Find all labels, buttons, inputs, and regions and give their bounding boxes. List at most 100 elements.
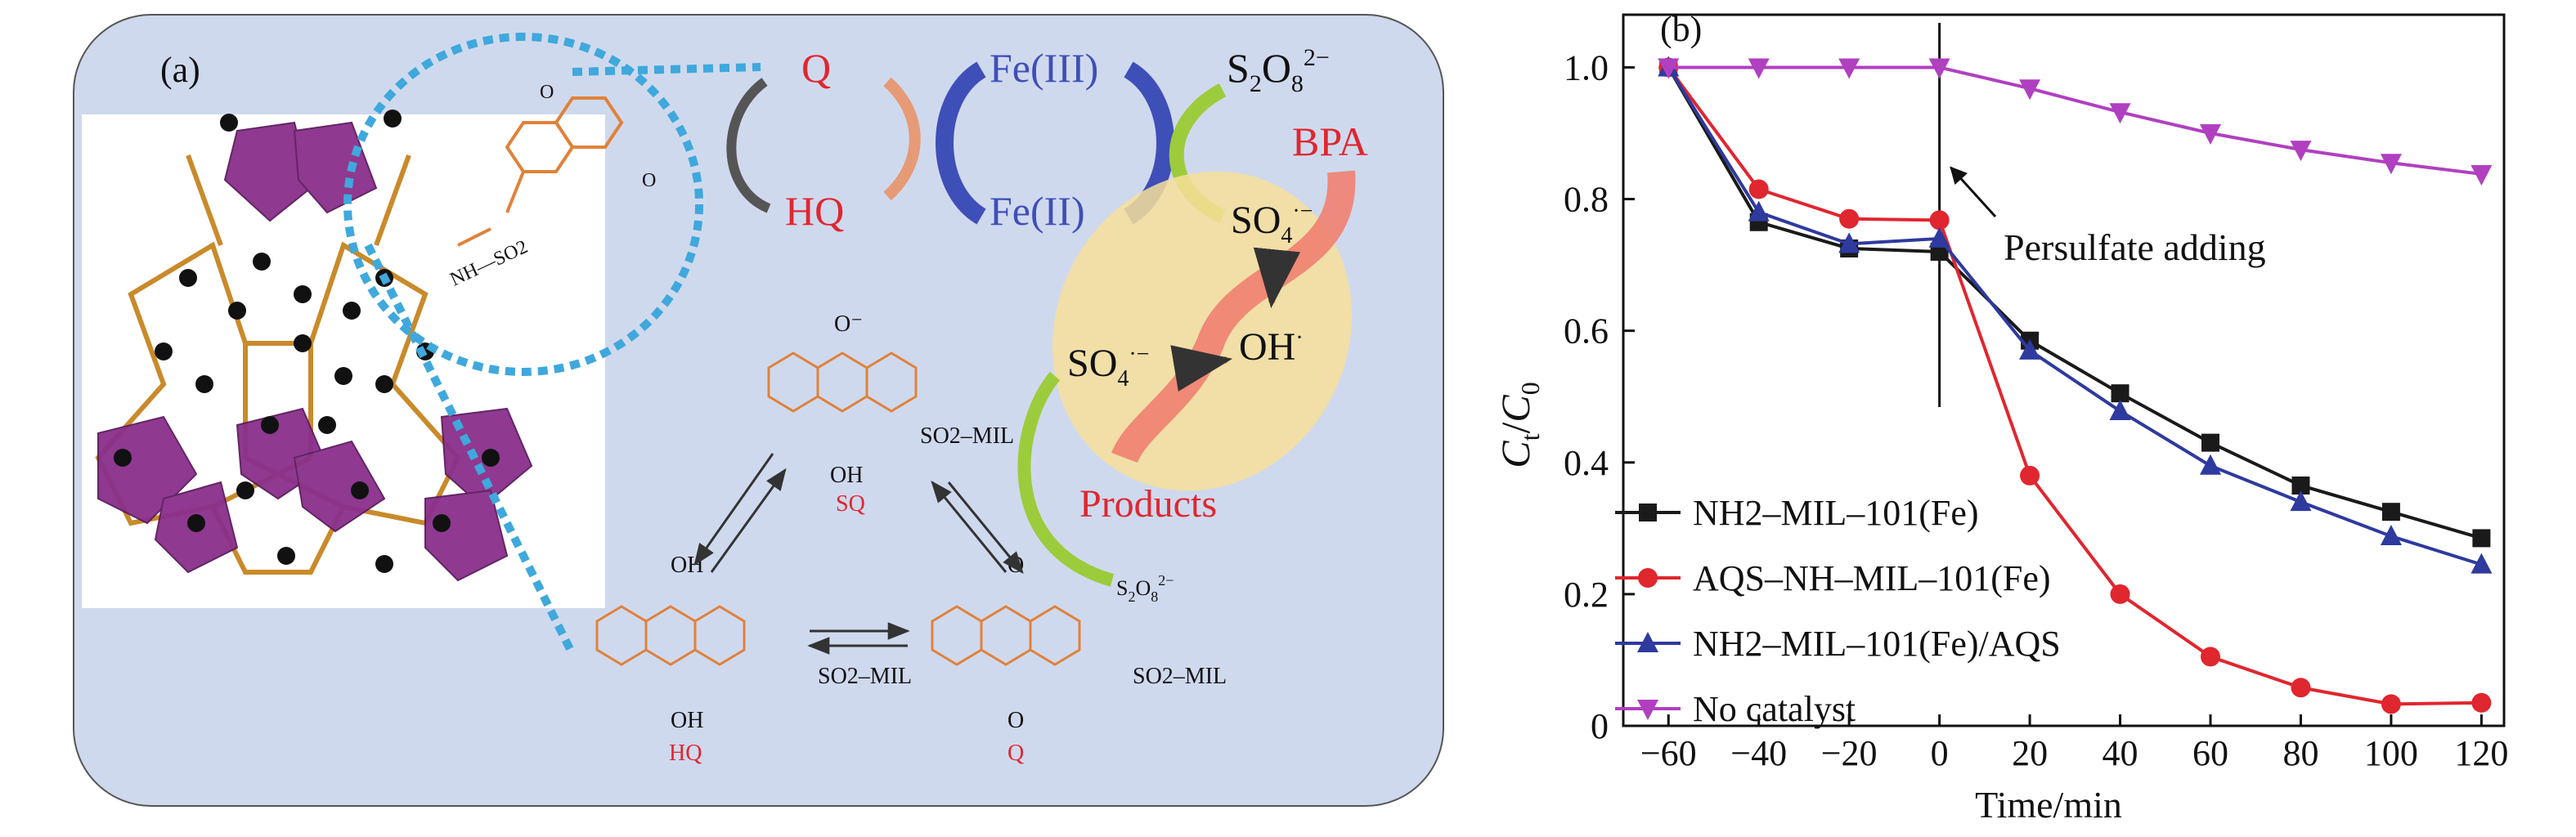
- y-tick-label: 1.0: [1564, 47, 1609, 87]
- data-point: [2109, 399, 2131, 420]
- reaction-zone: SO4·− SO4·− OH· Products: [1052, 170, 1356, 526]
- x-tick-label: −20: [1821, 733, 1878, 773]
- arrow-bpa-to-products: [1111, 170, 1356, 463]
- data-point: [2290, 141, 2312, 162]
- data-point: [2020, 465, 2040, 486]
- q-bottom: O: [1008, 708, 1024, 733]
- data-point: [1748, 58, 1770, 79]
- label-hq-top: HQ: [785, 188, 844, 234]
- sq-sub: SO2–MIL: [920, 423, 1014, 449]
- data-point: [2200, 454, 2221, 475]
- series-line: [1667, 66, 2482, 540]
- persulfate-arrow: [1950, 166, 1997, 218]
- data-point: [1928, 226, 1950, 248]
- zoom-indicator: [343, 33, 761, 656]
- x-tick-label: 80: [2282, 733, 2318, 773]
- plot-frame: [1622, 13, 2506, 727]
- arrow-hq-return: [883, 77, 921, 201]
- hq-name: HQ: [669, 741, 702, 766]
- data-point: [1928, 58, 1950, 79]
- x-tick-label: 120: [2454, 733, 2508, 773]
- series-4: [1658, 58, 2493, 186]
- legend-label: NH2–MIL–101(Fe): [1693, 493, 1979, 533]
- data-point: [2380, 154, 2402, 175]
- quinone-labels: O⁻ OH SQ SO2–MIL OH OH HQ SO2–MIL O O Q …: [669, 311, 1227, 766]
- legend-item-3: NH2–MIL–101(Fe)/AQS: [1615, 624, 2061, 664]
- data-point: [1839, 208, 1860, 229]
- chart-annotation: Persulfate adding: [1938, 23, 2266, 407]
- legend-marker: [1639, 504, 1657, 521]
- mof-structure-illustration: O O NH—SO2: [82, 82, 656, 608]
- sq-top: O⁻: [834, 311, 863, 337]
- x-tick-label: 60: [2192, 733, 2228, 773]
- x-tick-label: 0: [1931, 733, 1949, 773]
- x-tick-label: 40: [2103, 733, 2138, 773]
- legend-item-4: No catalyst: [1615, 689, 1856, 729]
- label-bpa: BPA: [1292, 119, 1368, 164]
- chart-series: [1658, 56, 2493, 714]
- molecule-hq: [595, 605, 746, 666]
- label-fe2: Fe(II): [990, 188, 1085, 234]
- data-point: [2019, 79, 2041, 101]
- series-2: [1658, 57, 2492, 714]
- label-fe3: Fe(III): [990, 45, 1098, 91]
- data-point: [2380, 525, 2402, 545]
- y-tick-label: 0: [1591, 706, 1609, 746]
- q-sub: SO2–MIL: [1133, 664, 1227, 689]
- x-tick-label: 100: [2364, 733, 2418, 773]
- data-point: [2471, 553, 2493, 574]
- data-point: [1748, 200, 1770, 222]
- chart-legend: NH2–MIL–101(Fe) AQS–NH–MIL–101(Fe) NH2–MIL…: [1615, 493, 2061, 729]
- x-tick-label: 20: [2012, 733, 2048, 773]
- data-point: [2291, 678, 2311, 698]
- chart-axes: −60 −40 −20 0 20 40 60 80 100 120 0 0.2 0.4 0.6 0.8 1.0: [1564, 13, 2508, 773]
- svg-text:O: O: [642, 170, 656, 191]
- data-point: [1658, 58, 1680, 79]
- y-tick-label: 0.4: [1564, 443, 1609, 483]
- panel-a: (a): [73, 14, 1444, 807]
- arrow-fe3-to-fe2: [936, 61, 987, 225]
- series-1: [1659, 58, 2491, 548]
- legend-label: AQS–NH–MIL–101(Fe): [1693, 558, 2051, 598]
- data-point: [2111, 384, 2129, 403]
- quinone-arrows: [693, 453, 1024, 655]
- data-point: [2200, 124, 2221, 145]
- data-point: [2109, 103, 2131, 124]
- x-tick-label: −40: [1730, 733, 1787, 773]
- data-point: [1929, 210, 1950, 231]
- molecule-q: [931, 605, 1081, 666]
- data-point: [2471, 164, 2493, 186]
- data-point: [2471, 692, 2492, 713]
- chart-x-label: Time/min: [1975, 784, 2122, 826]
- legend-marker: [1638, 568, 1658, 588]
- data-point: [2472, 529, 2491, 548]
- data-point: [2019, 338, 2041, 360]
- legend-label: NH2–MIL–101(Fe)/AQS: [1693, 624, 2061, 664]
- label-products: Products: [1079, 482, 1217, 526]
- arrow-q-to-hq: [726, 78, 771, 213]
- panel-a-label: (a): [160, 50, 200, 90]
- hq-bottom: OH: [671, 708, 703, 733]
- data-point: [2110, 584, 2130, 604]
- y-tick-label: 0.6: [1564, 311, 1609, 351]
- x-tick-label: −60: [1640, 733, 1697, 773]
- y-tick-label: 0.8: [1564, 180, 1609, 220]
- data-point: [2201, 647, 2220, 667]
- persulfate-label: Persulfate adding: [2004, 226, 2266, 268]
- chart-y-label: Ct/C0: [1492, 382, 1545, 468]
- q-name: Q: [1008, 741, 1024, 766]
- legend-item-1: NH2–MIL–101(Fe): [1615, 493, 1979, 533]
- sq-name: SQ: [836, 491, 865, 517]
- arrow-sq-persulfate: [1017, 371, 1115, 587]
- data-point: [2201, 433, 2219, 452]
- series-line: [1667, 66, 2482, 566]
- data-point: [2291, 476, 2310, 495]
- data-point: [2290, 490, 2312, 512]
- data-point: [1748, 179, 1769, 199]
- data-point: [1838, 232, 1860, 253]
- svg-text:O: O: [540, 82, 554, 103]
- legend-marker: [1637, 632, 1658, 652]
- y-tick-label: 0.2: [1564, 575, 1609, 615]
- hq-top: OH: [671, 553, 703, 578]
